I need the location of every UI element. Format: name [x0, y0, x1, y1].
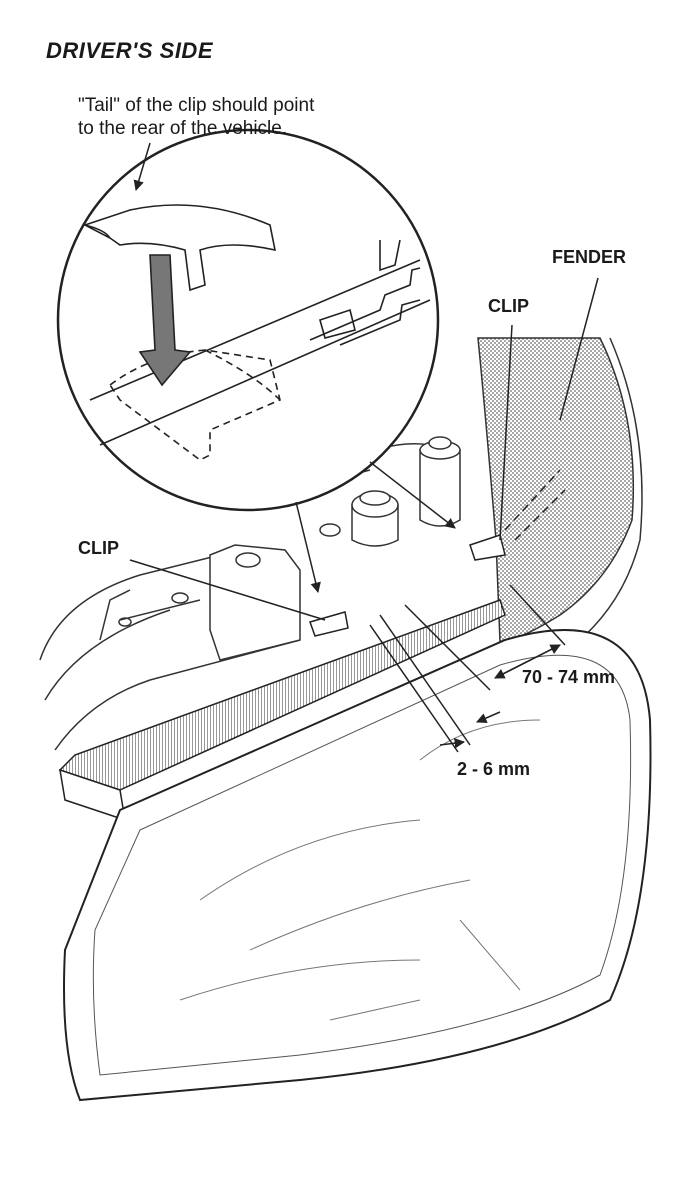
reservoir-caps: [351, 436, 461, 547]
fender-label: FENDER: [552, 247, 627, 267]
note-line-2: to the rear of the vehicle.: [78, 118, 288, 139]
headlight-lens: [63, 629, 652, 1102]
dimension-lines: [369, 584, 566, 753]
fender-shape: [477, 337, 635, 643]
dimension-label-inner: 2 - 6 mm: [457, 759, 531, 779]
detail-contents: [82, 204, 431, 461]
clip-label-lower: CLIP: [78, 538, 120, 558]
page-title: DRIVER'S SIDE: [46, 38, 213, 63]
leader-lines: [129, 142, 599, 621]
detail-circle: [56, 128, 440, 512]
clip-label-upper: CLIP: [488, 296, 530, 316]
dimension-label-outer: 70 - 74 mm: [522, 667, 616, 687]
clip-orientation-note: "Tail" of the clip should point to the r…: [78, 94, 408, 140]
clip-lower: [309, 611, 349, 637]
note-line-1: "Tail" of the clip should point: [78, 95, 315, 116]
mounting-bracket: [209, 544, 301, 661]
